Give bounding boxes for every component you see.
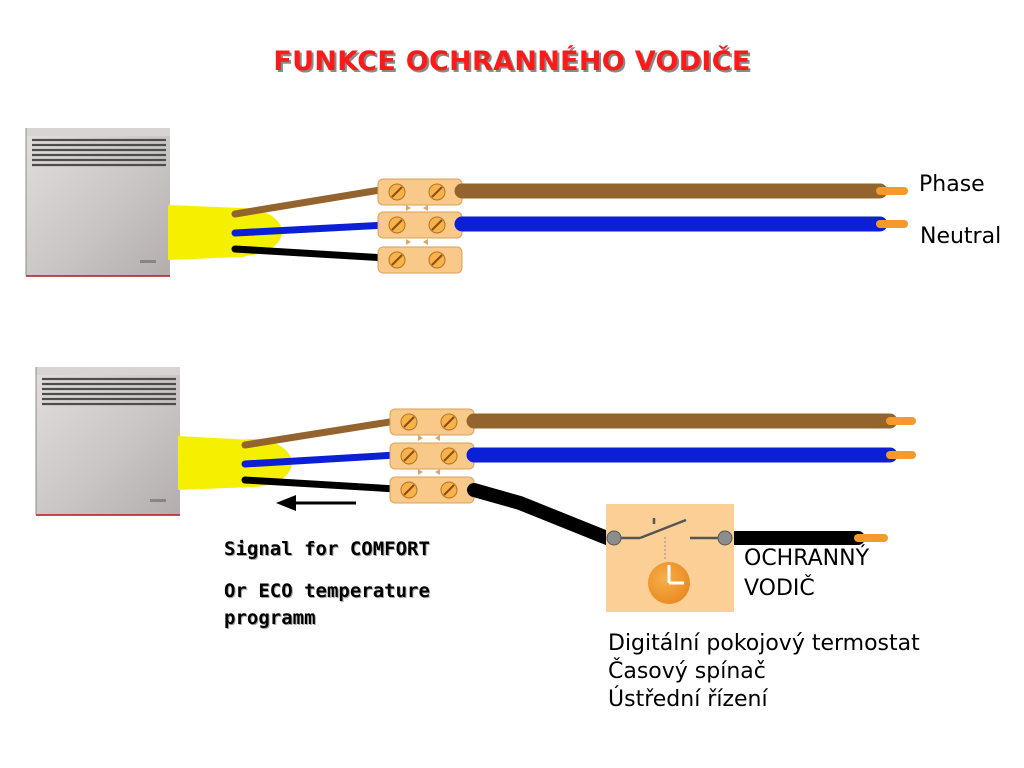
switch-symbol <box>621 518 718 540</box>
bottom-terminal-block <box>389 408 475 504</box>
signal-text-line3: programm <box>224 607 316 629</box>
thermostat-switch-box <box>606 504 734 612</box>
bottom-heater <box>35 367 180 516</box>
protective-conductor-label-line2: VODIČ <box>744 576 815 601</box>
clock-icon <box>648 562 690 604</box>
device-room-thermostat: Digitální pokojový termostat <box>608 631 920 656</box>
pilot-wire <box>467 483 888 547</box>
slide-title: FUNKCE OCHRANNÉHO VODIČE <box>273 46 751 77</box>
phase-label: Phase <box>919 172 985 197</box>
protective-conductor-label-line1: OCHRANNÝ <box>744 546 870 571</box>
signal-text-line2: Or ECO temperature <box>224 580 430 602</box>
device-timer-switch: Časový spínač <box>608 659 766 684</box>
control-devices-list: Digitální pokojový termostat Časový spín… <box>608 630 920 714</box>
top-terminal-block <box>377 178 463 274</box>
neutral-label: Neutral <box>920 224 1002 249</box>
bottom-supply-cables <box>466 413 916 463</box>
top-supply-cables <box>454 183 908 232</box>
device-central-control: Ústřední řízení <box>608 687 768 712</box>
signal-text-line1: Signal for COMFORT <box>224 538 430 560</box>
top-heater-wires <box>231 185 390 262</box>
top-heater <box>25 128 170 277</box>
bottom-heater-wires <box>241 417 400 493</box>
signal-arrow <box>276 495 356 511</box>
